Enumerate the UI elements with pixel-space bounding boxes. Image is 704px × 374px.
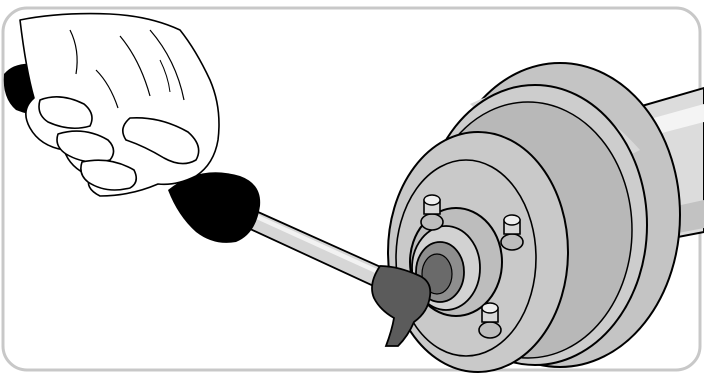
wheel-stud [479,303,501,338]
wheel-stud [501,215,523,250]
wheel-stud [421,195,443,230]
